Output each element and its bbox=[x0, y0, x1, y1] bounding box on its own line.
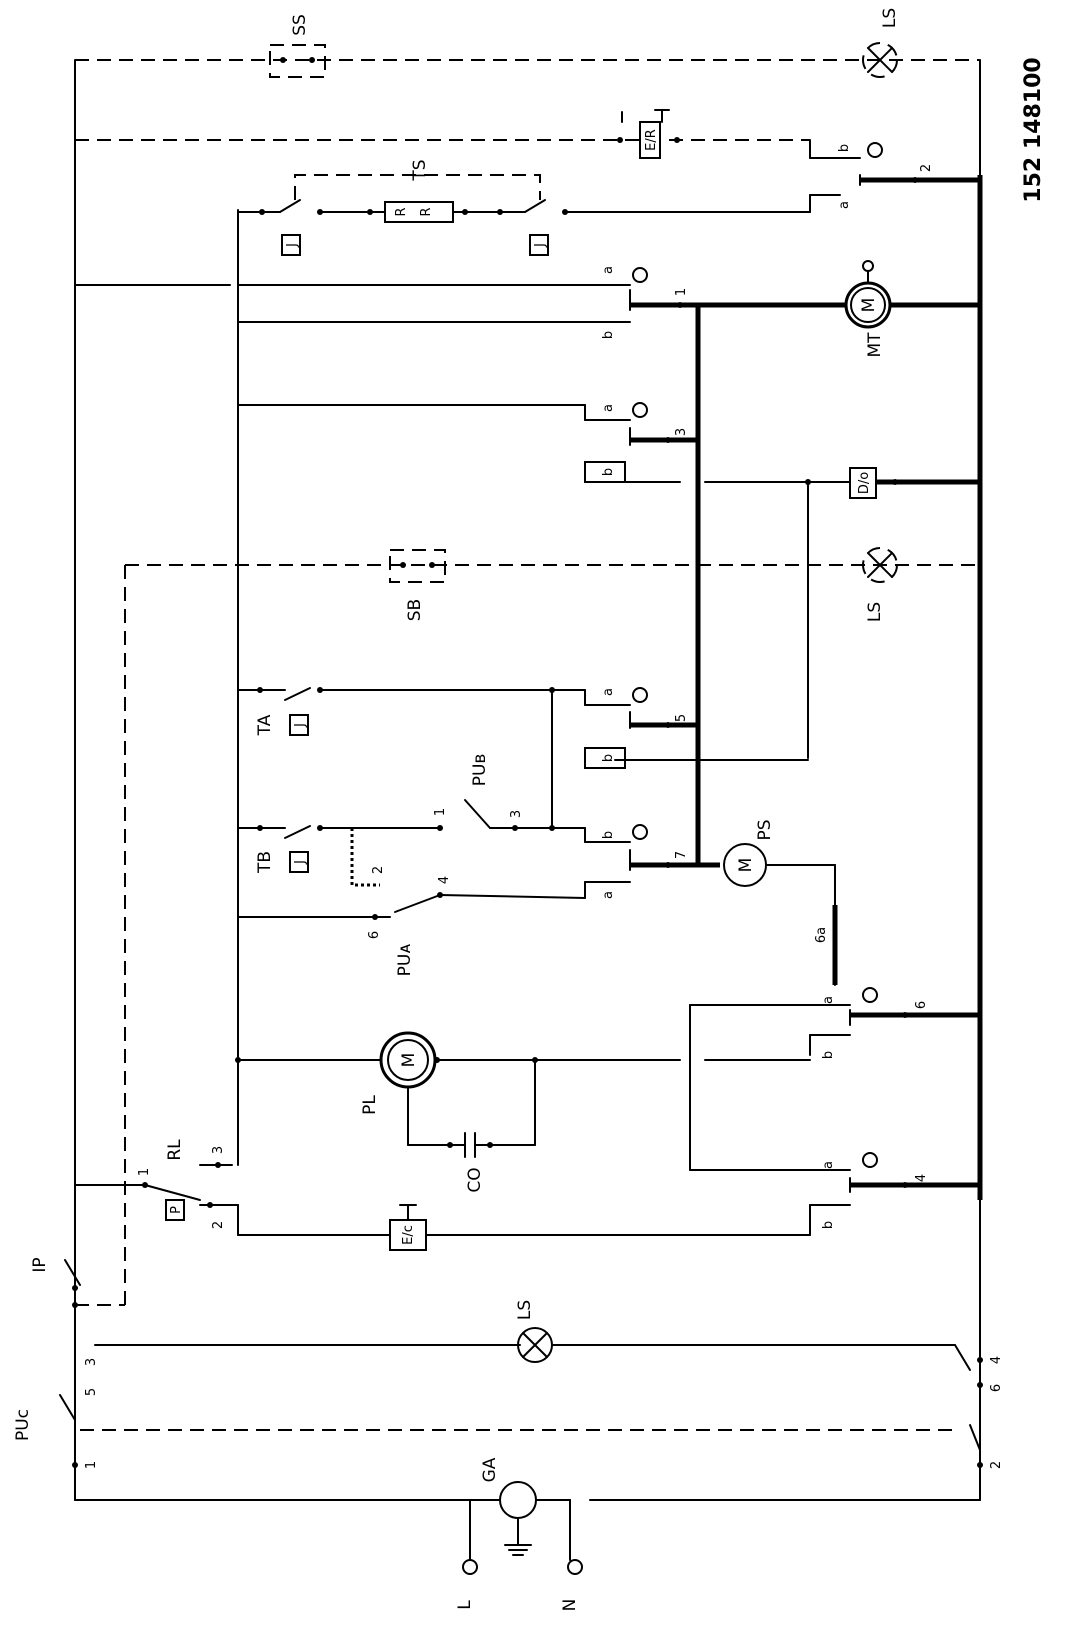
contact-b-top: b bbox=[837, 144, 852, 152]
num-1: 1 bbox=[674, 288, 689, 296]
er-branch: E/R bbox=[75, 109, 841, 159]
lamp-ls-mid: LS bbox=[862, 547, 898, 622]
pub-label: PUʙ bbox=[470, 754, 490, 787]
lamp-ls-top: LS bbox=[862, 8, 900, 78]
pua-branch: 6 4 PUᴀ bbox=[237, 876, 586, 977]
contact-b-3: b bbox=[601, 468, 616, 476]
er-symbol: E/R bbox=[644, 129, 659, 151]
thermo-ts2: J bbox=[533, 243, 548, 248]
contact-group-2: 2 b a bbox=[809, 142, 980, 213]
lamp-ls-bottom: LS 3 5 4 6 bbox=[84, 1300, 1004, 1396]
contact-group-4: a 4 b bbox=[689, 1152, 980, 1229]
contact-a-3: a bbox=[601, 404, 616, 412]
rl-num-2: 2 bbox=[211, 1221, 226, 1229]
contact-group-7: b 7 a bbox=[584, 824, 720, 899]
pl-label: PL bbox=[360, 1095, 380, 1115]
pua-label: PUᴀ bbox=[395, 944, 415, 977]
ta-branch: J TA bbox=[237, 687, 631, 829]
rl-num-3: 3 bbox=[211, 1146, 226, 1154]
contact-b-7: b bbox=[601, 831, 616, 839]
ps-motor-symbol: M bbox=[736, 858, 756, 873]
thermo-ts1: J bbox=[285, 243, 300, 248]
ip-switch: IP bbox=[30, 1257, 81, 1308]
ls-bottom-label: LS bbox=[515, 1300, 535, 1320]
part-number: 152 148100 bbox=[1021, 57, 1046, 202]
generator-ga: GA L N bbox=[455, 1457, 583, 1612]
contact-a-1: a bbox=[601, 266, 616, 274]
num-5: 5 bbox=[674, 714, 689, 722]
contact-a-6: a bbox=[821, 996, 836, 1004]
left-supply-rail bbox=[74, 59, 481, 1501]
num-2-pub: 2 bbox=[371, 866, 386, 874]
ss-switch: SS bbox=[269, 14, 326, 78]
contact-a-7: a bbox=[601, 891, 616, 899]
num-3-right: 3 bbox=[674, 428, 689, 436]
motor-pl: M PL CO bbox=[235, 1031, 681, 1193]
contact-group-6: a 6 b bbox=[689, 987, 980, 1171]
ip-label: IP bbox=[30, 1257, 50, 1272]
pressure-symbol: P bbox=[169, 1206, 184, 1214]
num-1-puc: 1 bbox=[84, 1461, 99, 1469]
ss-label: SS bbox=[290, 14, 310, 36]
ps-label: PS bbox=[755, 819, 775, 840]
device-do: D/o bbox=[805, 467, 980, 759]
ls-mid-label: LS bbox=[865, 602, 885, 622]
pl-motor-symbol: M bbox=[399, 1053, 419, 1068]
puc-label: PUc bbox=[13, 1409, 33, 1441]
thermo-ta: J bbox=[293, 723, 308, 728]
ts-branch: R R J J TS bbox=[237, 159, 811, 256]
resistor-r1: R bbox=[394, 207, 409, 216]
num-6a: 6a bbox=[814, 927, 829, 943]
neutral-rail bbox=[589, 59, 983, 1501]
ta-label: TA bbox=[255, 714, 275, 736]
ev-symbol: E/c bbox=[401, 1225, 416, 1245]
ga-label: GA bbox=[480, 1457, 500, 1482]
contact-a-4: a bbox=[821, 1161, 836, 1169]
num-3-puc: 3 bbox=[84, 1358, 99, 1366]
mt-motor-symbol: M bbox=[859, 298, 879, 313]
contact-group-3: a 3 b bbox=[237, 402, 851, 483]
rl-relay: 1 3 RL P 2 E/c bbox=[74, 1139, 811, 1251]
puc-switch: PUc 1 2 bbox=[13, 1394, 1004, 1469]
rl-label: RL bbox=[165, 1139, 185, 1161]
rl-num-1: 1 bbox=[137, 1168, 152, 1176]
terminal-n-label: N bbox=[560, 1599, 580, 1612]
co-label: CO bbox=[465, 1167, 485, 1192]
contact-b-6: b bbox=[821, 1051, 836, 1059]
contact-group-5: a 5 b bbox=[584, 687, 809, 769]
terminal-l-label: L bbox=[455, 1600, 475, 1610]
num-1-pub: 1 bbox=[433, 808, 448, 816]
contact-a-top: a bbox=[837, 201, 852, 209]
num-4-right: 4 bbox=[914, 1174, 929, 1182]
motor-mt: M MT bbox=[844, 260, 980, 358]
num-2-top: 2 bbox=[919, 164, 934, 172]
num-7: 7 bbox=[674, 851, 689, 859]
num-6-right: 6 bbox=[914, 1001, 929, 1009]
num-4-pua: 4 bbox=[437, 876, 452, 884]
motor-ps: M PS 6a bbox=[723, 819, 838, 986]
contact-group-1: a b 1 bbox=[74, 266, 850, 339]
num-2-puc: 2 bbox=[989, 1461, 1004, 1469]
thermo-tb: J bbox=[293, 860, 308, 865]
sb-label: SB bbox=[405, 599, 425, 621]
contact-b-1: b bbox=[601, 331, 616, 339]
tb-branch: J TB 2 1 3 PUʙ bbox=[237, 754, 631, 887]
num-6-neutral: 6 bbox=[989, 1384, 1004, 1392]
num-4-neutral: 4 bbox=[989, 1356, 1004, 1364]
mt-label: MT bbox=[865, 332, 885, 358]
ts-label: TS bbox=[410, 159, 430, 181]
num-5-puc: 5 bbox=[84, 1388, 99, 1396]
contact-b-4: b bbox=[821, 1221, 836, 1229]
num-3-pub: 3 bbox=[509, 810, 524, 818]
num-6-pua: 6 bbox=[367, 931, 382, 939]
do-symbol: D/o bbox=[857, 472, 872, 494]
resistor-r2: R bbox=[419, 207, 434, 216]
ls-top-label: LS bbox=[880, 8, 900, 28]
sb-branch: SB bbox=[75, 549, 980, 1306]
contact-b-5: b bbox=[601, 754, 616, 762]
tb-label: TB bbox=[255, 851, 275, 874]
contact-a-5: a bbox=[601, 688, 616, 696]
